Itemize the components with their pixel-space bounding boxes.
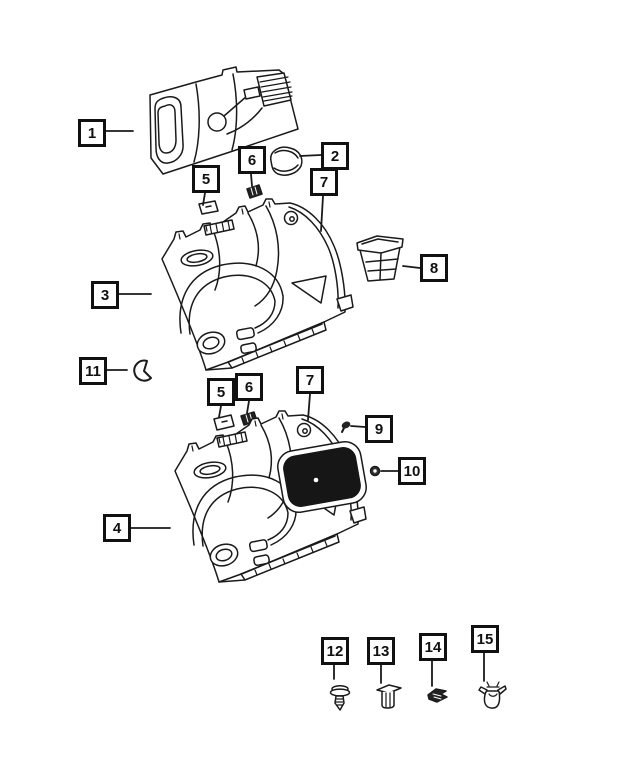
- callout-label-11: 11: [85, 362, 101, 380]
- callout-box-5-bottom[interactable]: 5: [207, 378, 235, 406]
- callout-box-3[interactable]: 3: [91, 281, 119, 309]
- callout-label-6-top: 6: [247, 151, 257, 169]
- storage-bin-sketch: [356, 235, 404, 282]
- callout-box-7-bottom[interactable]: 7: [296, 366, 324, 394]
- callout-label-15: 15: [476, 630, 494, 648]
- callout-box-11[interactable]: 11: [79, 357, 107, 385]
- spring-clip-sketch: [427, 688, 448, 703]
- callout-label-5-top: 5: [201, 170, 211, 188]
- callout-label-2: 2: [330, 147, 340, 165]
- callout-label-7-top: 7: [319, 173, 329, 191]
- winged-clip-sketch: [478, 681, 507, 709]
- leader-line-7-bottom: [307, 393, 311, 421]
- grommet-fastener-sketch: [376, 684, 402, 709]
- leader-line-2: [299, 154, 322, 157]
- callout-box-7-top[interactable]: 7: [310, 168, 338, 196]
- c-clip-sketch: [133, 359, 152, 382]
- speaker-opening: [277, 440, 367, 514]
- upper-quarter-trim-panel-sketch: [149, 66, 299, 175]
- callout-label-10: 10: [403, 462, 421, 480]
- callout-label-7-bottom: 7: [305, 371, 315, 389]
- leader-lines: [105, 130, 485, 687]
- callout-box-4[interactable]: 4: [103, 514, 131, 542]
- leader-line-5-bottom: [218, 405, 222, 418]
- callout-box-9[interactable]: 9: [365, 415, 393, 443]
- callout-label-5-bottom: 5: [216, 383, 226, 401]
- callout-box-12[interactable]: 12: [321, 637, 349, 665]
- callout-box-15[interactable]: 15: [471, 625, 499, 653]
- callout-box-2[interactable]: 2: [321, 142, 349, 170]
- callout-box-10[interactable]: 10: [398, 457, 426, 485]
- curved-cover-sketch: [270, 146, 303, 176]
- callout-box-1[interactable]: 1: [78, 119, 106, 147]
- pushpin-rivet-sketch: [329, 685, 351, 711]
- leader-line-6-bottom: [246, 400, 250, 414]
- adhesive-pad-sketch-top: [198, 200, 219, 215]
- pin-fastener-sketch: [341, 421, 351, 433]
- leader-line-6-top: [250, 173, 253, 187]
- leader-line-8: [402, 265, 421, 269]
- callout-label-8: 8: [429, 259, 439, 277]
- callout-box-5-top[interactable]: 5: [192, 165, 220, 193]
- callout-label-4: 4: [112, 519, 122, 537]
- callout-label-12: 12: [326, 642, 344, 660]
- callout-label-14: 14: [424, 638, 442, 656]
- quarter-trim-panel-sketch: [161, 198, 354, 371]
- callout-box-6-top[interactable]: 6: [238, 146, 266, 174]
- callout-box-13[interactable]: 13: [367, 637, 395, 665]
- callout-box-14[interactable]: 14: [419, 633, 447, 661]
- callout-label-13: 13: [372, 642, 390, 660]
- callout-label-6-bottom: 6: [244, 378, 254, 396]
- retainer-clip-sketch-top: [246, 184, 263, 199]
- callout-box-8[interactable]: 8: [420, 254, 448, 282]
- callout-label-3: 3: [100, 286, 110, 304]
- callout-label-1: 1: [87, 124, 97, 142]
- round-nut-sketch: [369, 465, 381, 477]
- callout-box-6-bottom[interactable]: 6: [235, 373, 263, 401]
- adhesive-pad-sketch-bottom: [213, 414, 235, 431]
- leader-line-5-top: [202, 192, 206, 206]
- leader-line-9: [350, 425, 366, 428]
- leader-line-7-top: [320, 195, 324, 232]
- callout-label-9: 9: [374, 420, 384, 438]
